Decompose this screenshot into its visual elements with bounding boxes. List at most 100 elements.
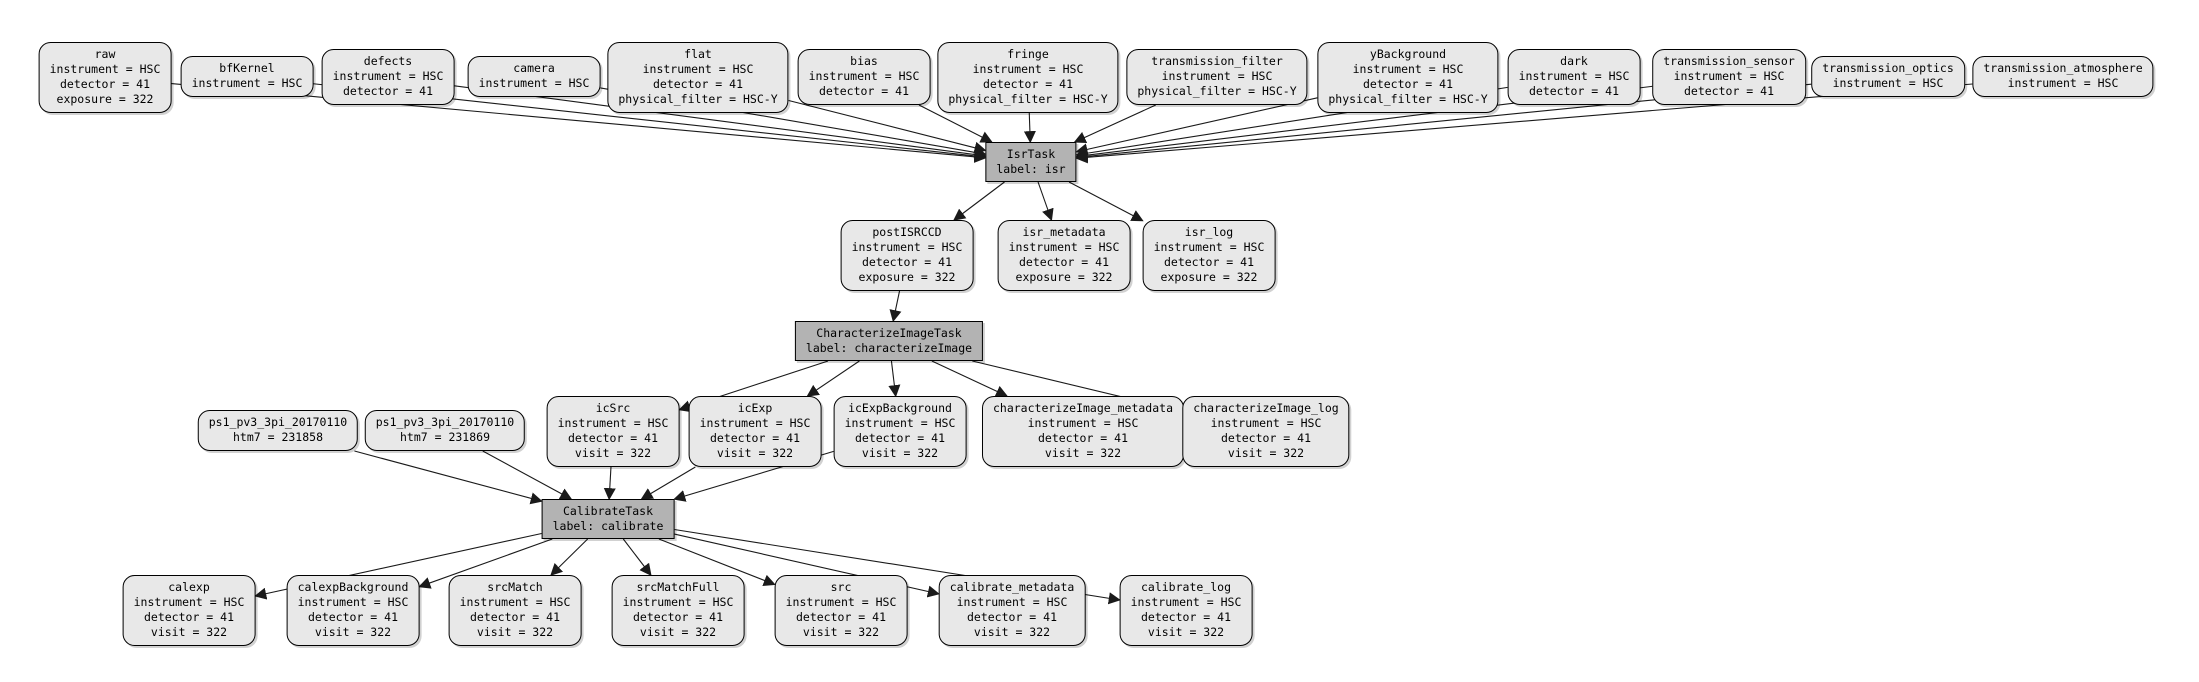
node-attrs: instrument = HSC detector = 41 — [332, 69, 444, 98]
node-title: fringe — [1007, 47, 1049, 61]
edge-ps1_231869-to-calibrate — [482, 450, 573, 500]
node-title: srcMatch — [487, 580, 543, 594]
node-title: bias — [850, 54, 878, 68]
edge-postISRCCD-to-characterizeImage — [889, 290, 902, 323]
edge-calibrate-to-src — [658, 538, 776, 587]
node-attrs: instrument = HSC detector = 41 visit = 3… — [622, 595, 734, 639]
node-title: defects — [363, 54, 413, 68]
node-attrs: instrument = HSC detector = 41 physical_… — [1328, 62, 1488, 106]
node-attrs: instrument = HSC detector = 41 exposure … — [1153, 240, 1265, 284]
node-title: src — [830, 580, 852, 594]
task-label: label: characterizeImage — [805, 341, 973, 355]
node-title: calexp — [168, 580, 210, 594]
edge-raw-to-isr — [171, 83, 987, 163]
node-attrs: instrument = HSC detector = 41 exposure … — [851, 240, 963, 284]
node-title: dark — [1560, 54, 1588, 68]
node-attrs: instrument = HSC detector = 41 — [1673, 69, 1785, 98]
node-attrs: instrument = HSC detector = 41 visit = 3… — [1027, 416, 1139, 460]
node-title: bfKernel — [219, 61, 275, 75]
edge-characterizeImage-to-characterizeImage_metadata — [931, 360, 1008, 397]
node-title: transmission_sensor — [1663, 54, 1795, 68]
edge-characterizeImage-to-icExp — [806, 360, 860, 397]
edge-isr-to-postISRCCD — [953, 181, 1005, 221]
node-attrs: instrument = HSC — [2007, 76, 2119, 90]
node-title: srcMatchFull — [636, 580, 720, 594]
edge-characterizeImage-to-icExpBackground — [888, 360, 901, 398]
node-title: ps1_pv3_3pi_20170110 — [208, 415, 348, 429]
node-attrs: instrument = HSC — [478, 76, 590, 90]
node-attrs: instrument = HSC detector = 41 visit = 3… — [1210, 416, 1322, 460]
node-title: icExp — [737, 401, 773, 415]
edge-icSrc-to-calibrate — [603, 466, 616, 501]
node-title: characterizeImage_log — [1193, 401, 1339, 415]
node-title: flat — [684, 47, 712, 61]
node-title: isr_log — [1184, 225, 1234, 239]
edge-flat-to-isr — [788, 99, 987, 154]
node-attrs: instrument = HSC detector = 41 visit = 3… — [699, 416, 811, 460]
node-title: icSrc — [595, 401, 631, 415]
edge-isr-to-isr_log — [1068, 181, 1144, 222]
node-title: calibrate_metadata — [949, 580, 1075, 594]
edge-defects-to-isr — [454, 85, 987, 161]
node-title: calibrate_log — [1140, 580, 1231, 594]
node-attrs: htm7 = 231858 — [232, 430, 324, 444]
edge-bias-to-isr — [918, 104, 993, 143]
node-attrs: instrument = HSC — [1832, 76, 1944, 90]
node-title: raw — [94, 47, 116, 61]
node-attrs: instrument = HSC — [191, 76, 303, 90]
edge-isr-to-isr_metadata — [1037, 181, 1054, 222]
node-title: transmission_atmosphere — [1983, 61, 2143, 75]
edge-calibrate-to-calexpBackground — [418, 538, 553, 589]
edge-transmission_filter-to-isr — [1073, 104, 1156, 143]
task-title: CalibrateTask — [562, 504, 653, 518]
node-title: isr_metadata — [1022, 225, 1106, 239]
node-attrs: instrument = HSC detector = 41 physical_… — [618, 62, 778, 106]
node-title: characterizeImage_metadata — [992, 401, 1174, 415]
edge-calibrate-to-srcMatchFull — [622, 538, 652, 576]
task-label: label: calibrate — [552, 519, 664, 533]
node-title: transmission_filter — [1151, 54, 1283, 68]
node-attrs: instrument = HSC detector = 41 visit = 3… — [297, 595, 409, 639]
node-attrs: instrument = HSC detector = 41 visit = 3… — [956, 595, 1068, 639]
node-title: calexpBackground — [297, 580, 409, 594]
edge-calibrate-to-srcMatch — [550, 538, 589, 576]
task-title: CharacterizeImageTask — [816, 326, 962, 340]
node-attrs: instrument = HSC detector = 41 visit = 3… — [459, 595, 571, 639]
node-attrs: instrument = HSC detector = 41 — [1518, 69, 1630, 98]
edge-fringe-to-isr — [1023, 112, 1036, 144]
edge-ps1_231858-to-calibrate — [354, 450, 543, 505]
node-attrs: instrument = HSC detector = 41 — [808, 69, 920, 98]
node-attrs: instrument = HSC detector = 41 visit = 3… — [133, 595, 245, 639]
edge-yBackground-to-isr — [1075, 97, 1318, 156]
node-title: yBackground — [1369, 47, 1447, 61]
node-attrs: instrument = HSC detector = 41 visit = 3… — [557, 416, 669, 460]
